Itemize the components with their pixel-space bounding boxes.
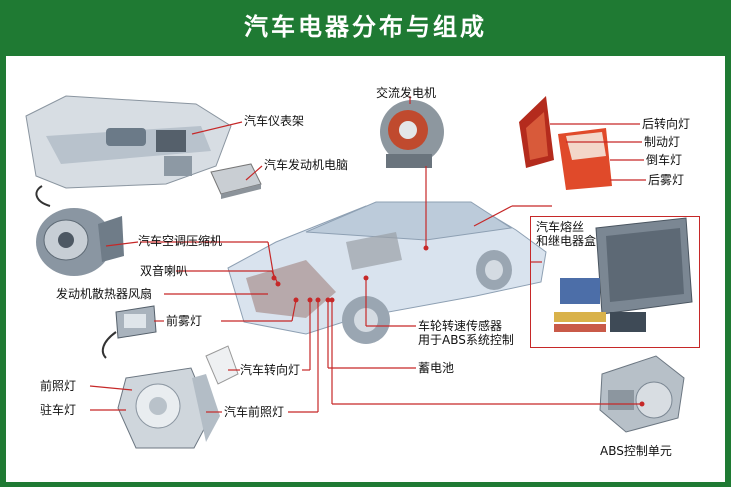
diagram-artwork: [25, 95, 693, 449]
turn-signal-lens-illustration: [205, 345, 239, 385]
ecu-illustration: [210, 163, 262, 199]
label-rear-turn: 后转向灯: [642, 117, 691, 131]
label-fuse-box-line2: 和继电器盒: [536, 234, 597, 248]
fuse-box-frame: [530, 216, 700, 348]
label-ecu: 汽车发动机电脑: [264, 158, 349, 172]
ac-compressor-illustration: [35, 185, 124, 276]
leader-dots: [271, 245, 645, 407]
label-parking: 驻车灯: [40, 403, 77, 417]
label-rear-fog: 后雾灯: [648, 173, 685, 187]
front-fog-lamp-illustration: [101, 305, 157, 359]
dashboard-illustration: [25, 95, 232, 189]
label-wheel-sensor-line1: 车轮转速传感器: [418, 319, 503, 333]
leader-lines: [89, 96, 646, 413]
alternator-illustration: [380, 100, 444, 168]
label-ac-compressor: 汽车空调压缩机: [138, 234, 223, 248]
abs-unit-illustration: [599, 355, 685, 433]
headlight-illustration: [117, 367, 220, 449]
label-horn: 双音喇叭: [140, 264, 189, 278]
fuse-box-illustration: [554, 217, 693, 332]
label-abs-unit: ABS控制单元: [600, 444, 672, 458]
car-illustration: [227, 201, 547, 344]
label-dashboard: 汽车仪表架: [244, 114, 305, 128]
label-brake: 制动灯: [644, 135, 681, 149]
label-turn-signal: 汽车转向灯: [240, 363, 301, 377]
label-fog-front: 前雾灯: [166, 314, 203, 328]
label-wheel-sensor-line2: 用于ABS系统控制: [418, 333, 514, 347]
label-battery: 蓄电池: [418, 361, 455, 375]
diagram-panel: 汽车仪表架 汽车发动机电脑 汽车空调压缩机 双音喇叭 发动机散热器风扇 前雾灯 …: [6, 56, 725, 482]
label-headlight-assembly: 汽车前照灯: [224, 405, 285, 419]
label-fuse-box-line1: 汽车熔丝: [536, 220, 585, 234]
rear-lamp-illustration: [519, 96, 612, 190]
label-headlight-left: 前照灯: [40, 379, 77, 393]
label-alternator: 交流发电机: [376, 86, 437, 100]
page-title: 汽车电器分布与组成: [244, 13, 487, 41]
label-reverse: 倒车灯: [646, 153, 683, 167]
label-fan: 发动机散热器风扇: [56, 287, 153, 301]
